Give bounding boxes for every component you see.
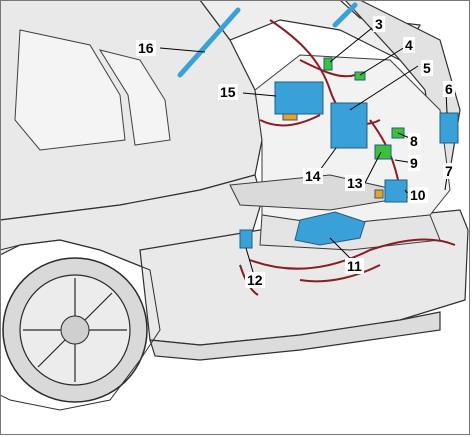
- component-3-connector: [323, 57, 333, 71]
- callout-6: 6: [443, 81, 455, 97]
- callout-10: 10: [408, 187, 428, 203]
- callout-16: 16: [136, 40, 156, 56]
- components: [239, 57, 459, 249]
- component-6-module: [439, 112, 459, 144]
- orange-tag-2: [374, 189, 384, 199]
- component-5-module: [330, 102, 368, 149]
- callout-8: 8: [408, 133, 420, 149]
- callout-14: 14: [303, 168, 323, 184]
- side-window: [14, 29, 171, 151]
- callout-13: 13: [345, 175, 365, 191]
- callout-3: 3: [373, 16, 385, 32]
- component-4-connector: [354, 71, 366, 81]
- orange-tag: [282, 113, 298, 121]
- tailgate-struts: [177, 2, 358, 78]
- component-10-module: [384, 179, 408, 203]
- callout-11: 11: [345, 258, 364, 274]
- component-15-module: [274, 81, 324, 115]
- callout-15: 15: [218, 84, 238, 100]
- callout-12: 12: [245, 272, 265, 288]
- callout-5: 5: [421, 60, 433, 76]
- callout-4: 4: [403, 37, 415, 53]
- component-11-module: [294, 211, 366, 246]
- callout-9: 9: [408, 155, 420, 171]
- callout-7: 7: [443, 163, 455, 179]
- rear-wheel: [2, 257, 148, 403]
